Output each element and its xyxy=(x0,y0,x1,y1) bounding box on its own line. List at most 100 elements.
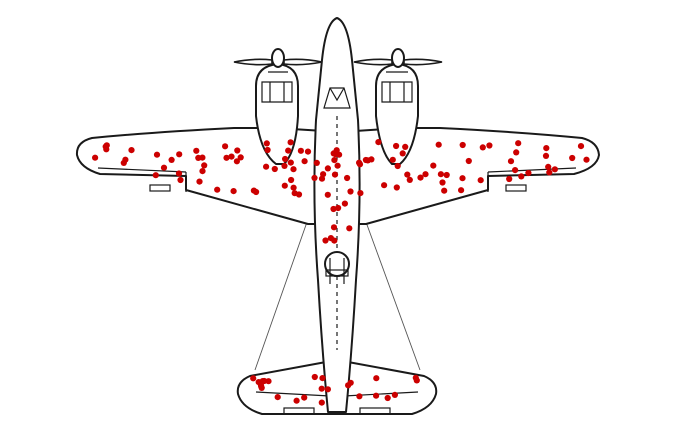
damage-dot xyxy=(458,187,465,194)
damage-dot xyxy=(250,375,257,382)
damage-dot xyxy=(214,186,221,193)
right-wing-hatch xyxy=(505,184,527,192)
damage-dot xyxy=(287,159,294,166)
damage-dot xyxy=(525,169,532,177)
damage-dot xyxy=(287,139,294,146)
damage-dot xyxy=(301,394,308,401)
damage-dot xyxy=(324,386,331,393)
right-engine xyxy=(375,63,419,165)
damage-dot xyxy=(193,147,200,154)
damage-dot xyxy=(507,158,515,165)
damage-dot xyxy=(160,164,168,171)
damage-dot xyxy=(331,237,338,244)
damage-dot xyxy=(357,190,364,197)
damage-dot xyxy=(346,225,353,232)
damage-marks xyxy=(92,139,590,406)
damage-dot xyxy=(263,163,270,170)
damage-dot xyxy=(295,191,303,198)
damage-dot xyxy=(175,170,183,177)
damage-dot xyxy=(290,166,297,173)
damage-dot xyxy=(546,169,553,176)
damage-dot xyxy=(264,146,271,154)
left-propeller xyxy=(233,48,323,68)
damage-dot xyxy=(311,373,318,381)
damage-dot xyxy=(404,171,411,178)
damage-dot xyxy=(293,397,300,404)
damage-dot xyxy=(199,168,206,175)
damage-dot xyxy=(228,153,235,160)
damage-dot xyxy=(223,154,230,161)
damage-dot xyxy=(201,162,208,169)
damage-dot xyxy=(437,171,444,178)
damage-dot xyxy=(577,143,585,150)
damage-dot xyxy=(443,171,450,179)
damage-dot xyxy=(406,176,413,183)
damage-dot xyxy=(459,175,466,182)
damage-dot xyxy=(373,392,380,399)
damage-dot xyxy=(281,162,288,169)
damage-dot xyxy=(281,182,288,189)
damage-dot xyxy=(435,141,442,148)
damage-dot xyxy=(290,184,297,191)
damage-dot xyxy=(304,148,312,155)
damage-dot xyxy=(285,147,292,154)
damage-dot xyxy=(459,141,466,149)
damage-dot xyxy=(439,179,446,186)
damage-dot xyxy=(347,188,354,195)
damage-dot xyxy=(393,142,400,150)
damage-dot xyxy=(330,224,338,231)
damage-dot xyxy=(518,173,525,180)
damage-dot xyxy=(362,156,369,164)
damage-dot xyxy=(394,162,401,170)
damage-dot xyxy=(368,156,375,163)
damage-dot xyxy=(391,391,398,398)
damage-dot xyxy=(345,382,352,389)
damage-dot xyxy=(344,174,351,182)
damage-dot xyxy=(486,142,493,149)
damage-dot xyxy=(545,163,552,170)
damage-dot xyxy=(375,139,382,146)
right-propeller xyxy=(353,48,443,68)
damage-dot xyxy=(271,165,278,173)
damage-dot xyxy=(152,172,159,179)
damage-dot xyxy=(322,237,329,244)
damage-dot xyxy=(311,174,318,181)
damage-dot xyxy=(301,158,308,165)
damage-dot xyxy=(393,184,400,191)
damage-dot xyxy=(341,200,348,207)
damage-dot xyxy=(263,140,270,147)
left-wing-hatch xyxy=(149,184,171,192)
damage-dot xyxy=(334,162,341,169)
damage-dot xyxy=(265,378,272,385)
damage-dot xyxy=(176,151,183,158)
damage-dot xyxy=(103,142,110,149)
damage-dot xyxy=(336,151,343,158)
damage-dot xyxy=(402,143,409,150)
damage-dot xyxy=(373,375,380,382)
damage-dot xyxy=(237,154,244,161)
damage-dot xyxy=(477,177,484,184)
damage-dot xyxy=(551,166,559,173)
damage-dot xyxy=(384,394,391,402)
damage-dot xyxy=(542,152,550,159)
damage-dot xyxy=(153,151,161,158)
damage-dot xyxy=(441,187,448,194)
damage-dot xyxy=(479,144,486,151)
damage-dot xyxy=(412,374,419,381)
damage-dot xyxy=(583,156,590,163)
damage-dot xyxy=(297,147,304,154)
damage-dot xyxy=(92,154,99,161)
damage-dot xyxy=(356,161,364,168)
damage-dot xyxy=(250,187,257,194)
damage-dot xyxy=(196,178,203,185)
bracing-lines xyxy=(254,221,421,371)
damage-dot xyxy=(168,156,175,163)
damage-dot xyxy=(513,149,520,156)
damage-dot xyxy=(222,143,229,150)
damage-dot xyxy=(324,165,331,172)
damage-dot xyxy=(282,155,289,163)
left-engine xyxy=(255,63,299,165)
damage-dot xyxy=(318,385,325,392)
damage-dot xyxy=(569,154,576,162)
damage-dot xyxy=(430,162,437,169)
